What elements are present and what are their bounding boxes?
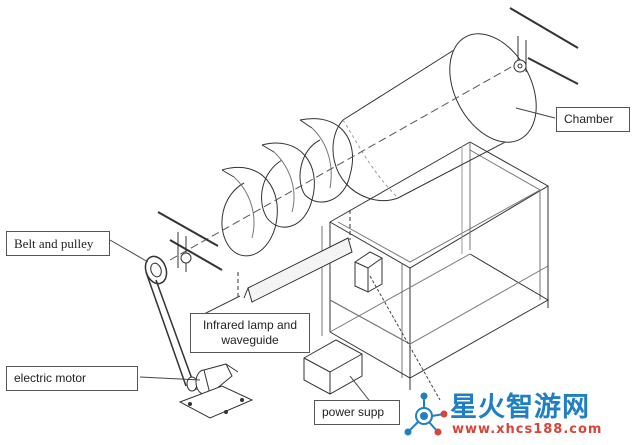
cylinder-chamber xyxy=(332,33,537,202)
label-infrared-lamp: Infrared lamp and waveguide xyxy=(190,313,310,353)
label-belt-and-pulley: Belt and pulley xyxy=(6,231,110,256)
leader-lines xyxy=(109,107,556,405)
watermark-title: 星火智游网 xyxy=(450,392,590,423)
label-power-supply: power supp xyxy=(314,400,400,425)
pulley-and-belt xyxy=(144,255,198,392)
right-end-bracket xyxy=(509,7,579,85)
infrared-waveguide xyxy=(237,210,353,303)
left-end-bracket xyxy=(157,211,223,272)
lamp-box xyxy=(354,251,383,293)
watermark-url: www.xhcs188.com xyxy=(452,422,603,437)
watermark-logo-icon xyxy=(404,392,448,436)
power-supply-box xyxy=(303,339,363,395)
label-chamber: Chamber xyxy=(556,107,630,132)
watermark: 星火智游网 www.xhcs188.com xyxy=(400,392,638,440)
spiral-auger xyxy=(169,61,521,261)
support-frame xyxy=(321,141,549,390)
label-electric-motor: electric motor xyxy=(6,366,138,391)
electric-motor xyxy=(178,363,254,419)
